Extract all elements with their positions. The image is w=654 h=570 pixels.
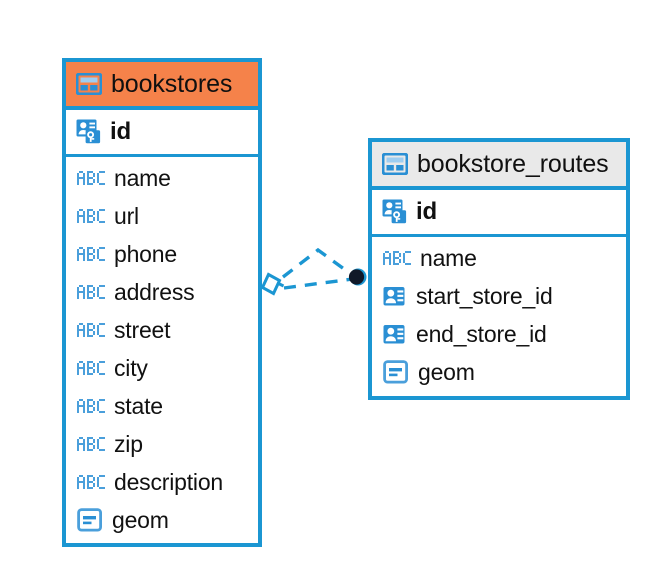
- table-icon: [75, 72, 103, 96]
- abc-text-icon: [77, 323, 105, 337]
- abc-text-icon: [77, 209, 105, 223]
- field-row-city[interactable]: city: [66, 349, 258, 387]
- field-label: city: [114, 354, 148, 381]
- entity-table-bookstores[interactable]: bookstores id: [62, 58, 262, 547]
- abc-text-icon: [383, 251, 411, 265]
- field-row-geom[interactable]: geom: [66, 501, 258, 539]
- abc-text-icon: [77, 361, 105, 375]
- field-label: url: [114, 202, 139, 229]
- diamond-marker: [260, 272, 285, 296]
- relationship-line-lower: [283, 277, 354, 290]
- abc-text-icon: [77, 171, 105, 185]
- field-row-name[interactable]: name: [372, 239, 626, 277]
- field-row-start-store-id[interactable]: start_store_id: [372, 277, 626, 315]
- field-row-name[interactable]: name: [66, 159, 258, 197]
- field-row-geom[interactable]: geom: [372, 353, 626, 391]
- entity-header-bookstore-routes[interactable]: bookstore_routes: [372, 142, 626, 190]
- field-row-address[interactable]: address: [66, 273, 258, 311]
- entity-title-bookstore-routes: bookstore_routes: [417, 149, 609, 178]
- primary-key-row-bookstores[interactable]: id: [66, 110, 258, 157]
- primary-key-icon: [76, 119, 103, 145]
- field-label: name: [114, 164, 171, 191]
- table-icon: [381, 152, 409, 176]
- field-row-state[interactable]: state: [66, 387, 258, 425]
- field-row-zip[interactable]: zip: [66, 425, 258, 463]
- abc-text-icon: [77, 437, 105, 451]
- geometry-icon: [77, 508, 103, 532]
- abc-text-icon: [77, 475, 105, 489]
- entity-title-bookstores: bookstores: [111, 69, 233, 98]
- entity-header-bookstores[interactable]: bookstores: [66, 62, 258, 110]
- abc-text-icon: [77, 399, 105, 413]
- field-label: zip: [114, 430, 143, 457]
- foreign-key-icon: [383, 286, 407, 307]
- primary-key-icon: [382, 199, 409, 225]
- field-label: state: [114, 392, 163, 419]
- field-label: description: [114, 468, 224, 495]
- field-row-street[interactable]: street: [66, 311, 258, 349]
- field-row-description[interactable]: description: [66, 463, 258, 501]
- field-label: geom: [112, 506, 169, 533]
- field-list-bookstores: name: [66, 157, 258, 539]
- field-label: address: [114, 278, 195, 305]
- field-label: name: [420, 244, 477, 271]
- relationship-line-upper: [281, 247, 357, 279]
- field-label: end_store_id: [416, 320, 547, 347]
- primary-key-label-bookstore-routes: id: [416, 198, 437, 225]
- field-list-bookstore-routes: name start_store_id: [372, 237, 626, 391]
- field-label: phone: [114, 240, 177, 267]
- filled-circle-marker: [348, 268, 367, 286]
- field-label: street: [114, 316, 171, 343]
- field-row-url[interactable]: url: [66, 197, 258, 235]
- abc-text-icon: [77, 285, 105, 299]
- field-label: geom: [418, 358, 475, 385]
- field-row-phone[interactable]: phone: [66, 235, 258, 273]
- primary-key-label-bookstores: id: [110, 118, 131, 145]
- entity-table-bookstore-routes[interactable]: bookstore_routes id: [368, 138, 630, 400]
- field-label: start_store_id: [416, 282, 553, 309]
- abc-text-icon: [77, 247, 105, 261]
- foreign-key-icon: [383, 324, 407, 345]
- field-row-end-store-id[interactable]: end_store_id: [372, 315, 626, 353]
- primary-key-row-bookstore-routes[interactable]: id: [372, 190, 626, 237]
- geometry-icon: [383, 360, 409, 384]
